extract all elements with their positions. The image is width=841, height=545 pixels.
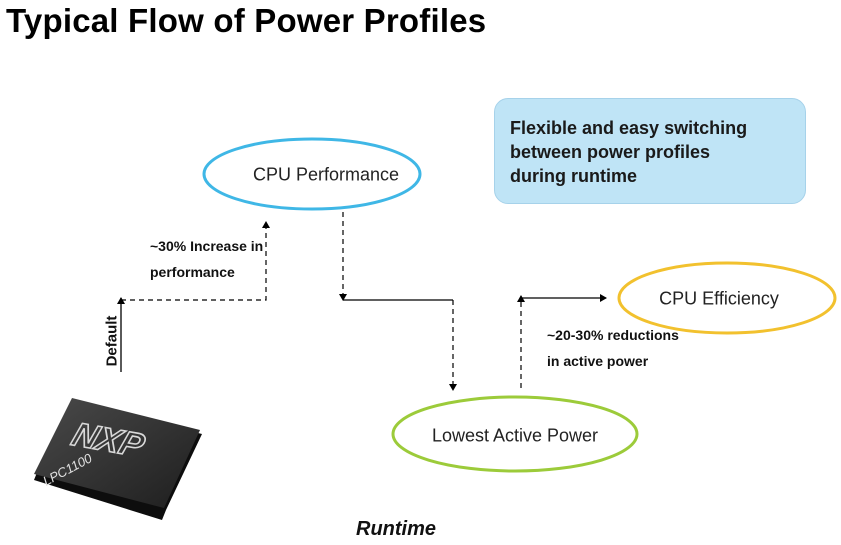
cpu-performance-node <box>202 137 422 211</box>
performance-boost-arrow <box>121 221 270 301</box>
lowest-active-power-node <box>391 395 639 473</box>
annotation-line: ~20-30% reductions <box>547 327 679 343</box>
cpu-performance-label: CPU Performance <box>252 164 400 185</box>
annotation-line: performance <box>150 264 235 280</box>
annotation-line: ~30% Increase in <box>150 238 264 254</box>
callout-box: Flexible and easy switching between powe… <box>494 98 806 204</box>
cpu-efficiency-node <box>617 261 837 335</box>
callout-line: between power profiles <box>510 142 711 162</box>
lowest-active-power-label: Lowest Active Power <box>431 425 599 446</box>
runtime-label: Runtime <box>356 518 436 540</box>
nxp-chip-image: NXP LPC1100 <box>34 398 202 520</box>
default-label: Default <box>103 315 121 367</box>
page-title: Typical Flow of Power Profiles <box>6 2 487 39</box>
annotation-line: in active power <box>547 353 649 369</box>
performance-increase-annotation: ~30% Increase in performance <box>150 233 263 285</box>
power-reduction-annotation: ~20-30% reductions in active power <box>547 322 679 374</box>
callout-line: Flexible and easy switching <box>510 118 748 138</box>
callout-line: during runtime <box>510 166 637 186</box>
cpu-efficiency-label: CPU Efficiency <box>659 288 779 309</box>
